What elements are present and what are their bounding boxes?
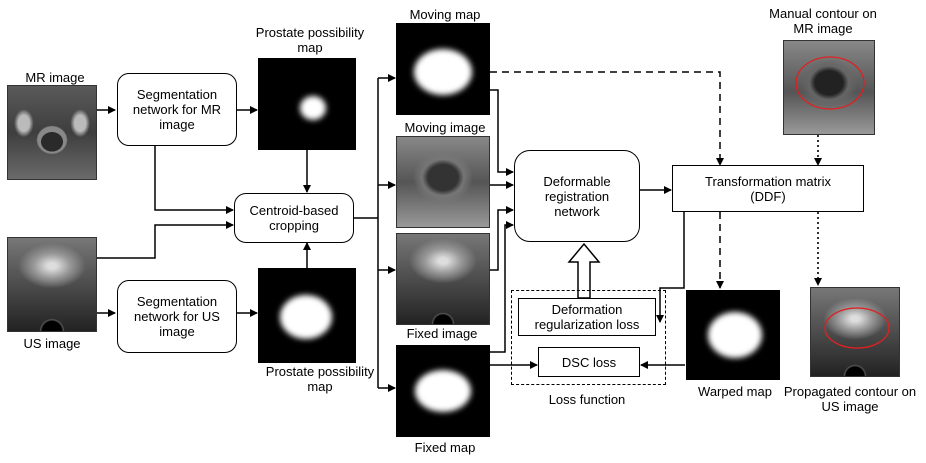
loss-function-group	[511, 290, 666, 385]
dsc-loss-text: DSC loss	[561, 354, 617, 370]
warped-map-label: Warped map	[698, 384, 772, 399]
propagated-contour-image	[810, 287, 900, 377]
moving-image-label: Moving image	[404, 120, 486, 135]
dsc-loss-box: DSC loss	[538, 347, 640, 377]
seg-us-text: Segmentation network for US image	[134, 294, 220, 339]
prostate-map-bottom-label: Prostate possibility map	[265, 364, 375, 394]
contour-red-outline	[795, 56, 865, 110]
propagated-red-outline	[824, 307, 890, 349]
mr-image	[7, 85, 97, 180]
deformation-loss-text: Deformation regularization loss	[534, 302, 640, 332]
moving-map	[396, 23, 490, 115]
fixed-map	[396, 345, 490, 437]
deformable-registration-box: Deformable registration network	[514, 150, 640, 242]
seg-mr-text: Segmentation network for MR image	[132, 87, 222, 132]
fixed-image	[396, 233, 490, 325]
segmentation-network-us: Segmentation network for US image	[117, 280, 237, 353]
fixed-image-label: Fixed image	[406, 326, 478, 341]
transformation-text: Transformation matrix (DDF)	[705, 173, 831, 204]
segmentation-network-mr: Segmentation network for MR image	[117, 73, 237, 146]
warped-map	[686, 290, 780, 380]
manual-contour-label: Manual contour on MR image	[769, 6, 877, 36]
moving-image	[396, 136, 490, 228]
centroid-cropping-box: Centroid-based cropping	[234, 193, 354, 243]
deformable-text: Deformable registration network	[543, 173, 611, 219]
deformation-loss-box: Deformation regularization loss	[518, 298, 656, 336]
centroid-text: Centroid-based cropping	[249, 203, 339, 233]
us-image-label: US image	[23, 336, 81, 351]
fixed-map-label: Fixed map	[414, 440, 476, 455]
mr-image-label: MR image	[25, 70, 85, 85]
prostate-map-top-label: Prostate possibility map	[255, 25, 365, 55]
prostate-map-bottom	[258, 268, 356, 363]
manual-contour-image	[783, 40, 875, 135]
loss-function-label: Loss function	[548, 392, 626, 407]
propagated-contour-label: Propagated contour on US image	[783, 384, 917, 414]
moving-map-label: Moving map	[409, 7, 481, 22]
prostate-map-top	[258, 58, 356, 150]
us-image	[7, 237, 97, 332]
transformation-matrix-box: Transformation matrix (DDF)	[672, 165, 864, 212]
